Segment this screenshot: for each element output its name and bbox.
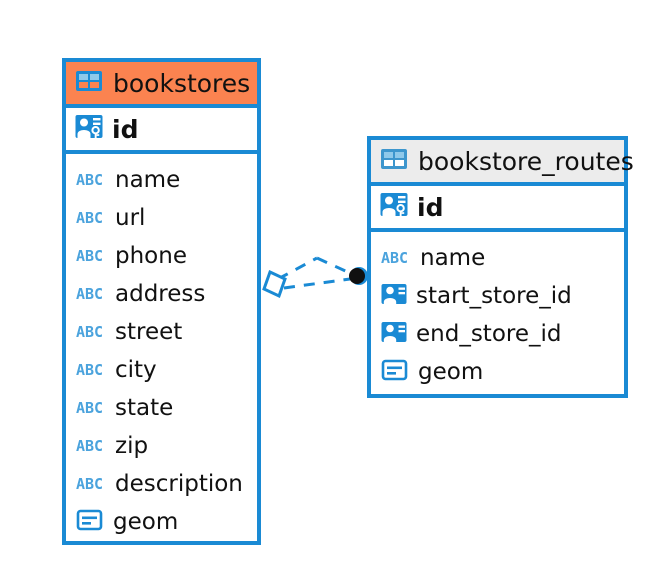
text-field-icon: ABC bbox=[76, 285, 106, 303]
field-label: phone bbox=[115, 242, 187, 269]
abc-glyph: ABC bbox=[76, 361, 103, 379]
entity-table-bookstores[interactable]: bookstores id bbox=[62, 58, 261, 545]
field-label: address bbox=[115, 280, 206, 307]
text-field-icon: ABC bbox=[76, 361, 106, 379]
field-label: name bbox=[115, 166, 181, 193]
field-list: ABC name ABC url ABC bbox=[66, 154, 257, 549]
field-label: end_store_id bbox=[416, 320, 562, 347]
field-label: description bbox=[115, 470, 243, 497]
abc-glyph: ABC bbox=[381, 249, 408, 267]
text-field-icon: ABC bbox=[76, 323, 106, 341]
field-row[interactable]: geom bbox=[371, 353, 624, 391]
entity-header-bookstores[interactable]: bookstores bbox=[66, 62, 257, 108]
table-icon bbox=[75, 70, 103, 96]
field-row[interactable]: ABC street bbox=[66, 313, 257, 351]
field-list: ABC name start_store_id bbox=[371, 232, 624, 399]
field-row[interactable]: ABC name bbox=[371, 239, 624, 277]
abc-glyph: ABC bbox=[76, 399, 103, 417]
entity-header-bookstore-routes[interactable]: bookstore_routes bbox=[371, 140, 634, 186]
text-field-icon: ABC bbox=[76, 209, 106, 227]
field-row[interactable]: ABC description bbox=[66, 465, 257, 503]
primary-key-icon bbox=[380, 192, 408, 222]
abc-glyph: ABC bbox=[76, 323, 103, 341]
field-row[interactable]: ABC state bbox=[66, 389, 257, 427]
text-field-icon: ABC bbox=[76, 247, 106, 265]
abc-glyph: ABC bbox=[76, 247, 103, 265]
field-row[interactable]: ABC phone bbox=[66, 237, 257, 275]
primary-key-row[interactable]: id bbox=[66, 108, 257, 154]
field-row[interactable]: start_store_id bbox=[371, 277, 624, 315]
field-row[interactable]: end_store_id bbox=[371, 315, 624, 353]
field-label: street bbox=[115, 318, 183, 345]
abc-glyph: ABC bbox=[76, 437, 103, 455]
field-label: geom bbox=[418, 358, 484, 385]
abc-glyph: ABC bbox=[76, 209, 103, 227]
table-icon bbox=[380, 148, 408, 174]
relationship-line-lower bbox=[283, 277, 351, 290]
primary-key-row[interactable]: id bbox=[371, 186, 624, 232]
geometry-field-icon bbox=[381, 358, 409, 386]
foreign-key-icon bbox=[381, 321, 407, 347]
field-label: state bbox=[115, 394, 174, 421]
relationship-line-upper-left bbox=[277, 256, 318, 281]
filled-circle-marker bbox=[349, 267, 368, 285]
field-row[interactable]: ABC url bbox=[66, 199, 257, 237]
field-row[interactable]: ABC city bbox=[66, 351, 257, 389]
abc-glyph: ABC bbox=[76, 171, 103, 189]
field-row[interactable]: ABC name bbox=[66, 161, 257, 199]
entity-title: bookstores bbox=[113, 68, 251, 98]
text-field-icon: ABC bbox=[76, 475, 106, 493]
text-field-icon: ABC bbox=[76, 171, 106, 189]
entity-title: bookstore_routes bbox=[418, 146, 634, 176]
primary-key-label: id bbox=[417, 192, 444, 222]
text-field-icon: ABC bbox=[76, 399, 106, 417]
field-row[interactable]: ABC zip bbox=[66, 427, 257, 465]
field-label: zip bbox=[115, 432, 149, 459]
relationship-line-upper-right bbox=[316, 256, 353, 276]
field-row[interactable]: ABC address bbox=[66, 275, 257, 313]
field-label: name bbox=[420, 244, 486, 271]
diamond-marker bbox=[262, 269, 287, 299]
field-label: geom bbox=[113, 508, 179, 535]
field-label: city bbox=[115, 356, 157, 383]
foreign-key-icon bbox=[381, 283, 407, 309]
field-label: url bbox=[115, 204, 146, 231]
abc-glyph: ABC bbox=[76, 475, 103, 493]
field-label: start_store_id bbox=[416, 282, 572, 309]
primary-key-label: id bbox=[112, 114, 139, 144]
primary-key-icon bbox=[75, 114, 103, 144]
abc-glyph: ABC bbox=[76, 285, 103, 303]
geometry-field-icon bbox=[76, 508, 104, 536]
entity-table-bookstore-routes[interactable]: bookstore_routes id bbox=[367, 136, 634, 399]
text-field-icon: ABC bbox=[381, 249, 411, 267]
field-row[interactable]: geom bbox=[66, 503, 257, 541]
text-field-icon: ABC bbox=[76, 437, 106, 455]
